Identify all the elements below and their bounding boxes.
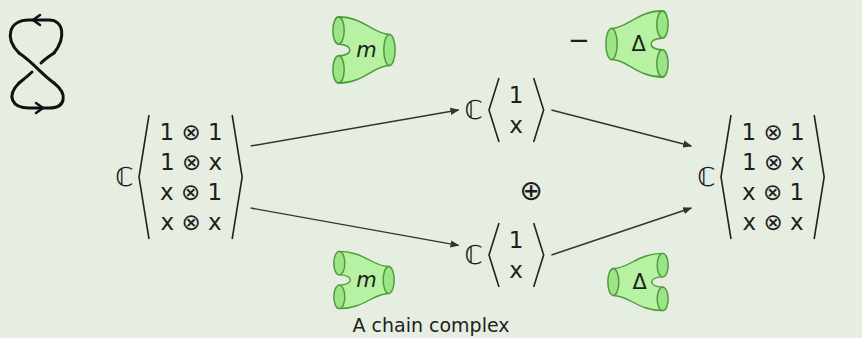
field-symbol: ℂ: [697, 162, 719, 192]
vector-space: ℂ1 ⊗ 11 ⊗ xx ⊗ 1x ⊗ x: [115, 115, 244, 239]
basis-element: 1 ⊗ 1: [159, 117, 222, 147]
cobordism-node: m: [332, 248, 396, 312]
basis-block: 1 ⊗ 11 ⊗ xx ⊗ 1x ⊗ x: [719, 115, 826, 239]
cobordism-node: m: [331, 13, 397, 87]
cobordism-node: Δ: [604, 7, 670, 81]
direct-sum-sign: ⊕: [519, 174, 542, 207]
basis-element: x ⊗ 1: [741, 177, 804, 207]
field-symbol: ℂ: [115, 162, 137, 192]
basis-element: x: [509, 110, 524, 140]
minus-sign: −: [568, 25, 590, 55]
basis-element: 1: [509, 225, 524, 255]
cobordism-label: m: [356, 38, 376, 62]
basis-element: 1: [509, 80, 524, 110]
vector-space: ℂ1 ⊗ 11 ⊗ xx ⊗ 1x ⊗ x: [697, 115, 826, 239]
field-symbol: ℂ: [465, 95, 487, 125]
basis-element: 1 ⊗ x: [159, 147, 222, 177]
basis-element: x ⊗ 1: [159, 177, 222, 207]
cobordism-label: Δ: [632, 32, 646, 56]
basis-element: 1 ⊗ x: [741, 147, 804, 177]
basis-element: 1 ⊗ 1: [741, 117, 804, 147]
basis-block: 1x: [487, 78, 546, 142]
basis-element: x ⊗ x: [159, 207, 222, 237]
basis-block: 1x: [487, 223, 546, 287]
cobordism-label: Δ: [633, 270, 647, 294]
chain-map-arrow: [551, 110, 691, 146]
basis-element: x ⊗ x: [741, 207, 804, 237]
caption: A chain complex: [352, 314, 509, 336]
basis-element: x: [509, 255, 524, 285]
field-symbol: ℂ: [465, 240, 487, 270]
vector-space: ℂ1x: [465, 78, 546, 142]
chain-map-arrow: [251, 208, 459, 245]
link-diagram: [10, 15, 63, 113]
chain-map-arrow: [551, 208, 691, 255]
cobordism-node: Δ: [606, 250, 670, 314]
chain-map-arrow: [251, 110, 459, 146]
vector-space: ℂ1x: [465, 223, 546, 287]
cobordism-label: m: [356, 268, 376, 292]
basis-block: 1 ⊗ 11 ⊗ xx ⊗ 1x ⊗ x: [137, 115, 244, 239]
